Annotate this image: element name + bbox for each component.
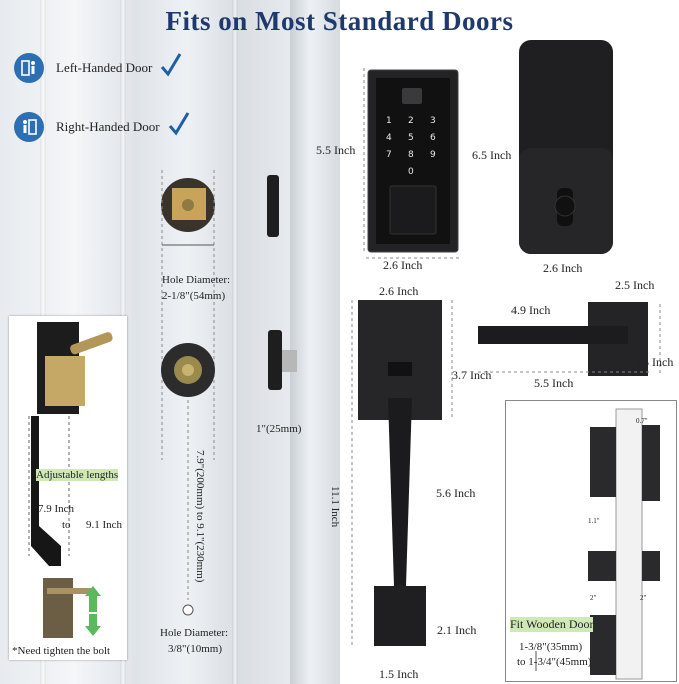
right-handed-row: Right-Handed Door	[14, 111, 190, 142]
svg-text:1: 1	[386, 116, 392, 126]
door-thickness-max: to 1-3/4"(45mm)	[517, 656, 592, 668]
min-length-label: 7.9 Inch	[38, 503, 75, 515]
left-handed-label: Left-Handed Door	[56, 59, 153, 75]
lever-length-label: 4.9 Inch	[511, 303, 551, 317]
keypad-dimension-lines	[363, 68, 462, 259]
svg-text:9: 9	[430, 150, 436, 160]
hole-diameter-label: Hole Diameter:	[162, 274, 231, 286]
fit-dim-t1: 0.7"	[636, 417, 648, 425]
door-edge	[290, 0, 340, 684]
checkmark-icon	[160, 52, 182, 83]
page-title: Fits on Most Standard Doors	[165, 6, 514, 36]
fit-dim-t3: 2"	[590, 594, 597, 602]
plate-height-label: 3.7 Inch	[452, 368, 492, 382]
left-handed-row: Left-Handed Door	[14, 52, 182, 83]
keypad-height-label: 5.5 Inch	[316, 143, 356, 157]
svg-text:5: 5	[408, 133, 414, 143]
rose-height-label: 2.5 Inch	[634, 355, 674, 369]
svg-text:7: 7	[386, 150, 392, 160]
handleset-illustration	[21, 322, 113, 638]
hole-diameter-value: 2-1/8"(54mm)	[162, 290, 226, 302]
door-fit-diagram	[505, 400, 677, 682]
door-person-right-icon	[14, 111, 44, 142]
lever-projection-label: 5.5 Inch	[534, 376, 574, 390]
interior-width-label: 2.6 Inch	[543, 261, 583, 275]
svg-text:4: 4	[386, 133, 392, 143]
rose-diameter-label: 2.5 Inch	[615, 278, 655, 292]
to-label: to	[62, 519, 71, 531]
base-height-label: 2.1 Inch	[437, 623, 477, 637]
handleset-detail-panel	[9, 316, 127, 660]
svg-text:8: 8	[408, 150, 414, 160]
small-hole-value: 3/8"(10mm)	[168, 643, 222, 655]
door-thickness-min: 1-3/8"(35mm)	[519, 641, 583, 653]
door-person-left-icon	[14, 52, 44, 83]
fit-wooden-door-label: Fit Wooden Door	[510, 617, 594, 632]
latch-width-label: 1"(25mm)	[256, 423, 302, 435]
door-bore-diagram	[161, 170, 297, 616]
handle-top-width-label: 2.6 Inch	[379, 284, 419, 298]
door-panel-groove	[232, 0, 238, 684]
tighten-bolt-note: *Need tighten the bolt	[12, 645, 111, 657]
fit-dim-t4: 2"	[640, 594, 647, 602]
right-handed-label: Right-Handed Door	[56, 118, 160, 134]
interior-lock-unit	[519, 40, 613, 254]
keypad-exterior-lock: 1 2 3 4 5 6 7 8 9 0	[367, 69, 459, 253]
svg-text:3: 3	[430, 116, 436, 126]
keypad-width-label: 2.6 Inch	[383, 258, 423, 272]
svg-text:2: 2	[408, 116, 414, 126]
backset-range-label: 7.9"(200mm) to 9.1"(230mm)	[194, 450, 206, 583]
svg-text:6: 6	[430, 133, 436, 143]
max-length-label: 9.1 Inch	[86, 519, 123, 531]
interior-lever	[478, 302, 661, 376]
base-width-label: 1.5 Inch	[379, 667, 419, 681]
grip-length-label: 5.6 Inch	[436, 486, 476, 500]
handle-total-height-label: 11.1 Inch	[329, 486, 341, 528]
small-hole-label: Hole Diameter:	[160, 627, 229, 639]
adjustable-lengths-label: Adjustable lengths	[36, 469, 119, 481]
checkmark-icon	[168, 111, 190, 142]
interior-height-label: 6.5 Inch	[472, 148, 512, 162]
front-grip-handle	[351, 300, 453, 646]
svg-text:0: 0	[408, 167, 414, 177]
fit-dim-t2: 1.1"	[588, 517, 600, 525]
door-cross-section	[535, 408, 660, 680]
